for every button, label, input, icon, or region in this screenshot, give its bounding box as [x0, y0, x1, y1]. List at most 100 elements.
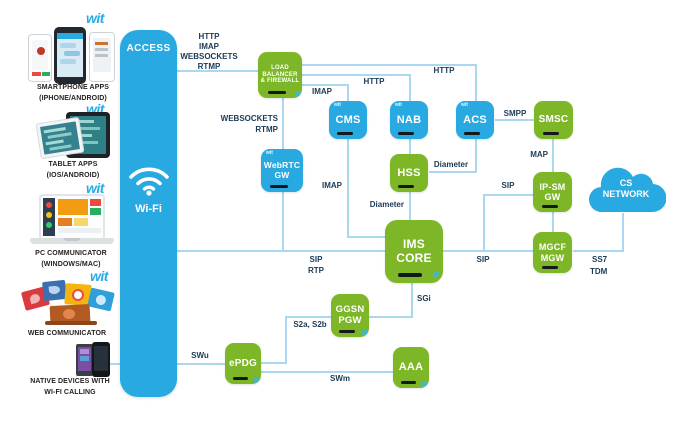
edge-label-swu: SWu: [191, 351, 209, 360]
wit-mark: wit: [395, 102, 402, 108]
node-bar: [397, 273, 423, 277]
tablet-apps-illustration: [35, 112, 114, 160]
node-epdg: ePDG: [225, 343, 261, 384]
edge-label-websockets: WEBSOCKETS: [180, 52, 238, 61]
node-label: ePDG: [228, 357, 258, 369]
edge-label-map: MAP: [530, 150, 548, 159]
edge-label-diameter-acs-hss: Diameter: [433, 160, 469, 169]
line-ggsn-left: [285, 316, 331, 318]
node-label: IMS CORE: [396, 237, 432, 265]
node-corner: [362, 330, 368, 336]
wit-mark: wit: [334, 102, 341, 108]
edge-label-rtmp-webrtc: RTMP: [255, 125, 278, 134]
node-ip-sm-gw: IP-SM GW: [533, 172, 572, 212]
node-smsc: SMSC: [534, 101, 573, 139]
line-nab-hss: [409, 139, 411, 155]
edge-label-imap-ims: IMAP: [322, 181, 342, 190]
edge-label-imap-cms: IMAP: [312, 87, 332, 96]
line-cms-down: [347, 139, 349, 238]
node-hss: HSS: [390, 154, 428, 192]
wit-mark: wit: [461, 102, 468, 108]
line-native-access: [107, 363, 120, 365]
line-smsc-ipsm: [552, 139, 554, 173]
line-access-lb: [177, 70, 258, 72]
node-ggsn-pgw: GGSN PGW: [331, 294, 369, 337]
line-epdg-ggsn-rise: [285, 316, 287, 364]
edge-label-http: HTTP: [198, 32, 220, 41]
edge-label-ss7: SS7: [592, 255, 608, 264]
line-mgcf-cloud: [573, 250, 624, 252]
wit-logo: wit: [86, 10, 104, 26]
edge-label-http-acs: HTTP: [433, 66, 455, 75]
line-acs-hss: [429, 171, 477, 173]
line-hss-ims: [409, 192, 411, 221]
access-bar: ACCESS Wi-Fi: [120, 30, 177, 397]
node-bar: [337, 132, 354, 135]
line-ipsm-mgcf: [552, 212, 554, 233]
node-bar: [398, 132, 415, 135]
edge-label-s2a-s2b: S2a, S2b: [293, 320, 327, 329]
node-bar: [542, 132, 559, 135]
edge-label-sip-access: SIP: [309, 255, 323, 264]
node-corner: [254, 377, 260, 383]
line-lb-webrtc: [282, 98, 284, 150]
wifi-icon: [126, 167, 172, 200]
node-bar: [270, 185, 288, 188]
node-bar: [541, 266, 558, 269]
smartphone-apps-illustration: [26, 26, 118, 86]
caption-tablet-apps: TABLET APPS (IOS/ANDROID): [46, 161, 100, 179]
node-ims-core: IMS CORE: [385, 220, 443, 283]
node-label: WebRTC GW: [263, 159, 301, 180]
pc-communicator-illustration: [30, 194, 114, 248]
node-bar: [464, 132, 481, 135]
node-mgcf-mgw: MGCF MGW: [533, 232, 572, 273]
line-acs-down: [475, 139, 477, 173]
edge-label-sgi: SGi: [417, 294, 431, 303]
line-webrtc-down: [282, 192, 284, 252]
node-bar: [541, 205, 558, 208]
edge-label-sip-mgcf: SIP: [476, 255, 490, 264]
edge-label-swm: SWm: [330, 374, 350, 383]
node-aaa: AAA: [393, 347, 429, 388]
edge-label-rtp-access: RTP: [308, 266, 324, 275]
node-bar: [339, 330, 356, 333]
line-ggsn-right: [369, 316, 413, 318]
line-lb-cms: [302, 84, 349, 86]
line-cloud-drop: [622, 213, 624, 252]
line-access-epdg: [177, 363, 225, 365]
node-nab: wit NAB: [390, 101, 428, 139]
caption-smartphone-apps: SMARTPHONE APPS (IPHONE/ANDROID): [36, 84, 110, 102]
node-webrtc-gw: wit WebRTC GW: [261, 149, 303, 192]
node-label: ACS: [463, 113, 487, 126]
native-devices-illustration: [76, 342, 110, 378]
cloud-icon: [588, 167, 667, 213]
node-label: IP-SM GW: [539, 181, 566, 202]
line-lb-acs: [302, 64, 477, 66]
node-bar: [267, 91, 287, 94]
edge-label-imap: IMAP: [199, 42, 219, 51]
line-ims-sgi: [411, 283, 413, 318]
line-lb-acs-drop: [475, 64, 477, 102]
node-bar: [400, 381, 417, 384]
node-label: HSS: [397, 166, 421, 179]
node-label: LOAD BALANCER & FIREWALL: [260, 64, 300, 85]
node-cs-network-cloud: CS NETWORK: [586, 162, 667, 218]
node-corner: [433, 272, 439, 278]
edge-label-sip-ipsm: SIP: [501, 181, 515, 190]
web-communicator-illustration: [20, 279, 115, 329]
access-title: ACCESS: [126, 43, 171, 54]
node-label: GGSN PGW: [335, 303, 365, 326]
line-cms-ims: [347, 236, 385, 238]
node-label: SMSC: [538, 114, 569, 126]
caption-web-communicator: WEB COMMUNICATOR: [27, 330, 107, 337]
node-corner: [422, 381, 428, 387]
node-label: NAB: [396, 113, 422, 126]
caption-pc-communicator: PC COMMUNICATOR (WINDOWS/MAC): [35, 250, 107, 268]
edge-label-tdm: TDM: [590, 267, 608, 276]
line-lb-nab-drop: [409, 74, 411, 102]
line-lb-cms-drop: [347, 84, 349, 102]
node-bar: [232, 377, 249, 380]
caption-native-devices: NATIVE DEVICES WITH WI-FI CALLING: [30, 378, 110, 396]
wit-logo: wit: [90, 268, 108, 284]
